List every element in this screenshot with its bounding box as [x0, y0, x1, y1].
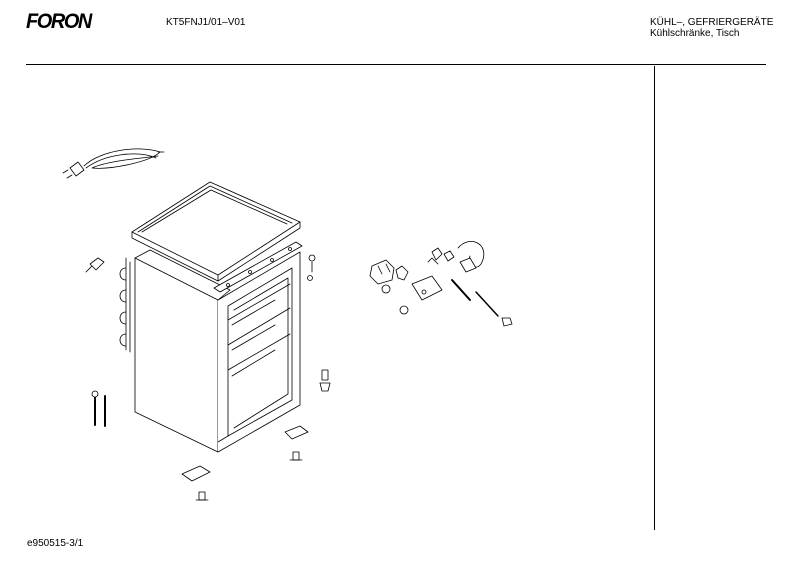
hinge-rail-drawing — [213, 241, 303, 293]
feet-and-screws-drawing — [181, 369, 331, 501]
fridge-top-drawing — [131, 181, 301, 282]
condenser-drawing — [85, 257, 131, 353]
hinge-fasteners-drawing — [307, 254, 316, 281]
model-number: KT5FNJ1/01–V01 — [166, 17, 246, 28]
category-block: KÜHL–, GEFRIERGERÄTE Kühlschränke, Tisch — [650, 17, 773, 39]
header-divider — [26, 64, 766, 65]
category-title: KÜHL–, GEFRIERGERÄTE — [650, 17, 774, 28]
margin-divider — [654, 66, 655, 530]
brand-logo: FORON — [26, 10, 92, 33]
power-cord-drawing — [62, 148, 165, 179]
category-subtitle: Kühlschränke, Tisch — [650, 28, 740, 39]
thermostat-assembly-drawing — [369, 241, 513, 327]
fridge-cabinet-drawing — [134, 249, 301, 453]
document-id: e950515-3/1 — [27, 538, 84, 549]
sensor-probe-drawing — [91, 390, 106, 427]
